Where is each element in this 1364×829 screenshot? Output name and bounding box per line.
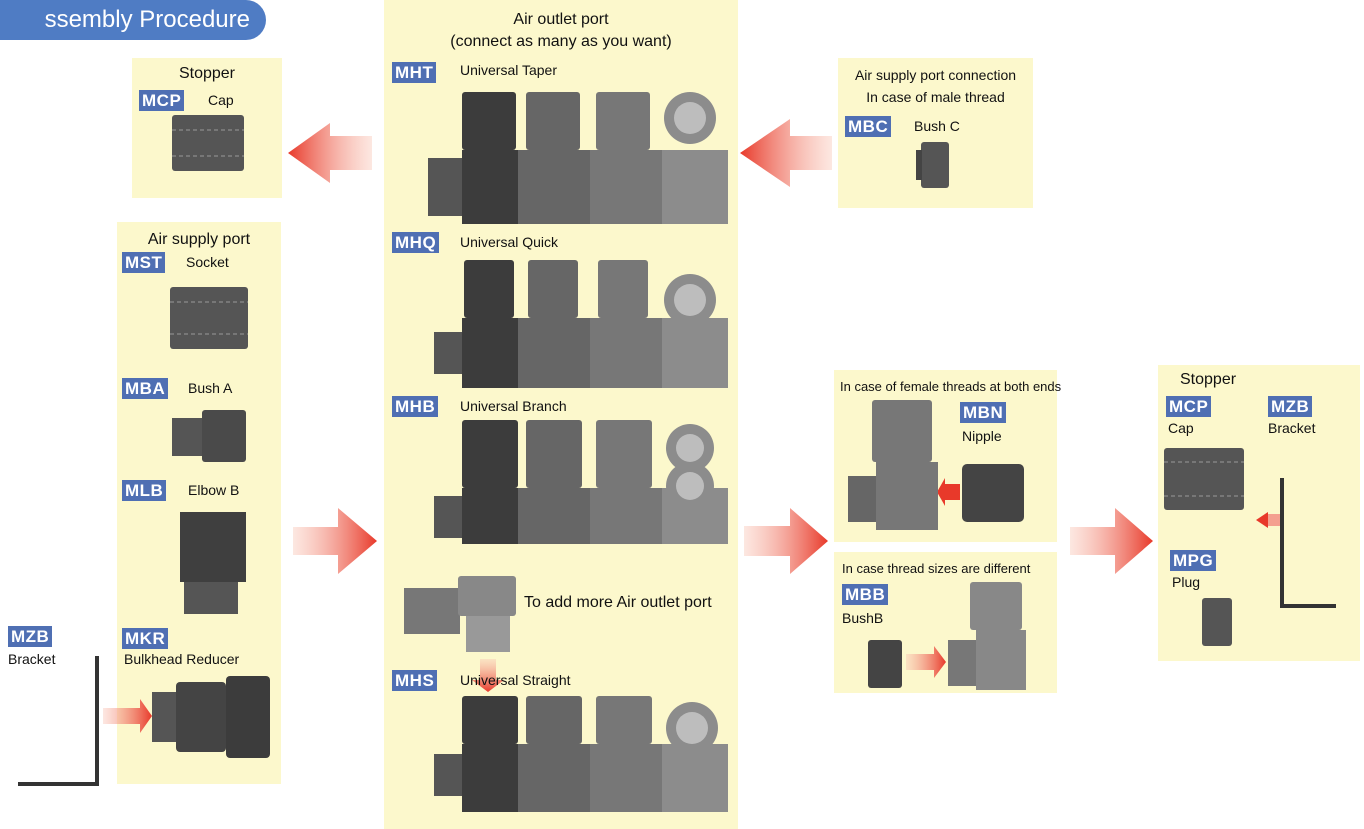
female-threads-heading: In case of female threads at both ends <box>840 379 1062 394</box>
label-universal-branch: Universal Branch <box>460 398 567 414</box>
nipple-part <box>962 464 1024 522</box>
bracket-right-part <box>1280 478 1336 608</box>
cap-right-part <box>1164 448 1244 510</box>
label-bushb: BushB <box>842 610 884 626</box>
label-universal-taper: Universal Taper <box>460 62 558 78</box>
code-mlb: MLB <box>122 480 167 501</box>
label-bracket-right: Bracket <box>1268 420 1316 436</box>
label-bush-a: Bush A <box>188 380 233 396</box>
label-universal-quick: Universal Quick <box>460 234 559 250</box>
tee-female-part <box>848 400 938 530</box>
universal-taper-part <box>428 92 728 224</box>
socket-part <box>170 287 248 349</box>
elbow-b-part <box>180 512 246 582</box>
code-mcp-top: MCP <box>139 90 185 111</box>
label-elbow-b: Elbow B <box>188 482 240 498</box>
code-mba: MBA <box>122 378 169 399</box>
outlet-subheading: (connect as many as you want) <box>450 33 672 50</box>
outlet-heading: Air outlet port <box>513 11 609 28</box>
right-stopper-heading: Stopper <box>1180 371 1237 388</box>
bushb-part <box>868 640 902 688</box>
label-cap-right: Cap <box>1168 420 1194 436</box>
bush-a-part <box>172 418 202 456</box>
label-bracket-left: Bracket <box>8 651 56 667</box>
code-mht: MHT <box>392 62 437 83</box>
thread-sizes-heading: In case thread sizes are different <box>842 561 1031 576</box>
label-cap-top: Cap <box>208 92 234 108</box>
code-mst: MST <box>122 252 166 273</box>
top-stopper-heading: Stopper <box>178 65 236 82</box>
universal-straight-part <box>434 696 728 812</box>
bush-c-part <box>921 142 949 188</box>
code-mpg: MPG <box>1170 550 1217 571</box>
label-plug: Plug <box>1172 574 1201 590</box>
arrow-cap-bracket <box>1256 512 1268 528</box>
label-universal-straight: Universal Straight <box>460 672 571 688</box>
tee-different-part <box>948 582 1026 690</box>
add-more-tee-part <box>404 576 516 652</box>
arrow-cap-bracket-tail <box>1268 514 1282 526</box>
code-mhs: MHS <box>392 670 438 691</box>
male-thread-heading: Air supply port connection <box>854 67 1017 83</box>
code-mhq: MHQ <box>392 232 440 253</box>
code-mzb-left: MZB <box>8 626 53 647</box>
arrow-bushb <box>906 646 946 678</box>
page-title: ssembly Procedure <box>0 0 266 40</box>
code-mkr: MKR <box>122 628 169 649</box>
code-mhb: MHB <box>392 396 439 417</box>
bulkhead-reducer-part <box>152 692 176 742</box>
code-mzb-right: MZB <box>1268 396 1313 417</box>
code-mbn: MBN <box>960 402 1007 423</box>
bracket-left-part <box>18 656 99 786</box>
universal-branch-part <box>434 420 728 544</box>
code-mbc: MBC <box>845 116 892 137</box>
code-mcp-right: MCP <box>1166 396 1212 417</box>
plug-part <box>1202 598 1232 646</box>
label-add-more: To add more Air outlet port <box>524 594 712 611</box>
arrow-nipple <box>937 478 960 506</box>
cap-part <box>172 115 244 171</box>
male-thread-subheading: In case of male thread <box>866 89 1005 105</box>
arrow-from-bush-c <box>740 119 832 187</box>
air-supply-heading: Air supply port <box>147 231 251 248</box>
label-bulkhead-reducer: Bulkhead Reducer <box>124 651 240 667</box>
arrow-add-more-down <box>472 659 504 692</box>
code-mbb: MBB <box>842 584 889 605</box>
arrow-supply-to-outlet <box>293 508 377 574</box>
arrow-outlet-to-fittings <box>744 508 828 574</box>
arrow-to-cap <box>288 123 372 183</box>
label-bush-c: Bush C <box>914 118 960 134</box>
universal-quick-part <box>434 260 728 388</box>
arrow-bracket-to-reducer <box>103 699 152 733</box>
label-nipple: Nipple <box>962 428 1002 444</box>
arrow-fittings-to-stopper <box>1070 508 1153 574</box>
label-socket: Socket <box>186 254 229 270</box>
